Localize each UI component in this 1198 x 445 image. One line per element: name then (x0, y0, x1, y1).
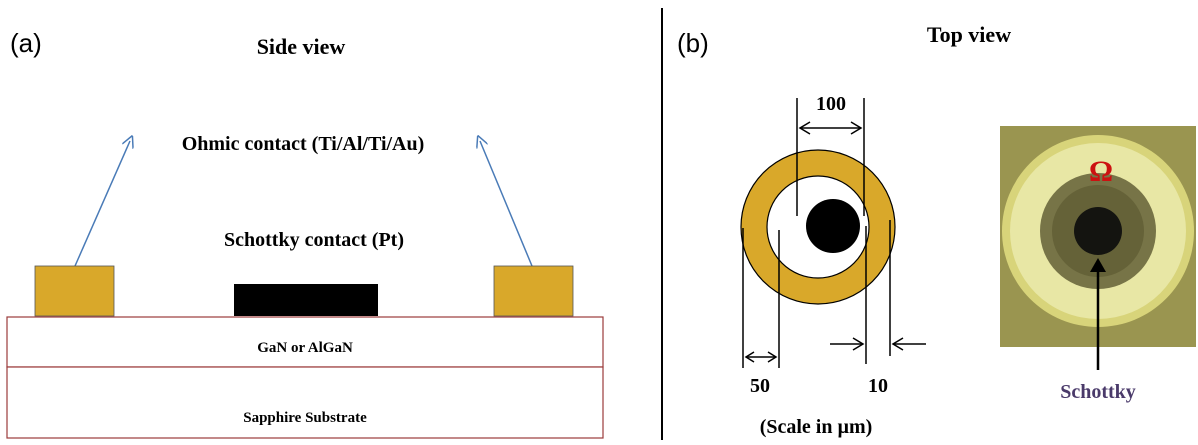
schottky-pointer-arrowhead (1090, 258, 1106, 272)
dim-100-label: 100 (816, 93, 846, 115)
dim-50-arrowhead-right (767, 351, 778, 363)
dim-100-arrowhead-left (798, 121, 811, 135)
schottky-pad (234, 284, 378, 316)
sapphire-layer (6, 366, 604, 439)
panel-b-title: Top view (927, 22, 1011, 47)
panel-a: (a) Side view Ohmic contact (Ti/Al/Ti/Au… (6, 28, 604, 439)
dim-10-arrowhead-right (891, 337, 904, 351)
schottky-photo-label: Schottky (1060, 381, 1136, 403)
ohmic-contact-label: Ohmic contact (Ti/Al/Ti/Au) (182, 133, 425, 155)
dim-100-arrowhead-right (850, 121, 863, 135)
panel-a-label: (a) (10, 28, 42, 58)
sapphire-layer-label: Sapphire Substrate (243, 410, 367, 426)
omega-symbol: Ω (1089, 155, 1113, 188)
ohmic-pad-right (493, 265, 574, 317)
dim-50-arrowhead-left (744, 351, 755, 363)
panel-b: (b) Top view 100 50 10 (Scale in µm) (677, 22, 1196, 438)
scale-note: (Scale in µm) (760, 416, 873, 438)
gan-layer-label: GaN or AlGaN (257, 340, 353, 356)
device-micrograph: Ω (1000, 126, 1196, 347)
ohmic-arrow-right (480, 141, 533, 267)
panel-a-title: Side view (257, 34, 346, 59)
ohmic-pad-left (34, 265, 115, 317)
gan-layer (6, 316, 604, 368)
dim-50-label: 50 (750, 375, 770, 397)
dim-10-arrowhead-left (852, 337, 865, 351)
schottky-dot (806, 199, 860, 253)
dim-10-label: 10 (868, 375, 888, 397)
micrograph-schottky-dot (1074, 207, 1122, 255)
panel-b-label: (b) (677, 28, 709, 58)
schottky-contact-label: Schottky contact (Pt) (224, 229, 404, 251)
ohmic-arrow-left (74, 141, 130, 267)
